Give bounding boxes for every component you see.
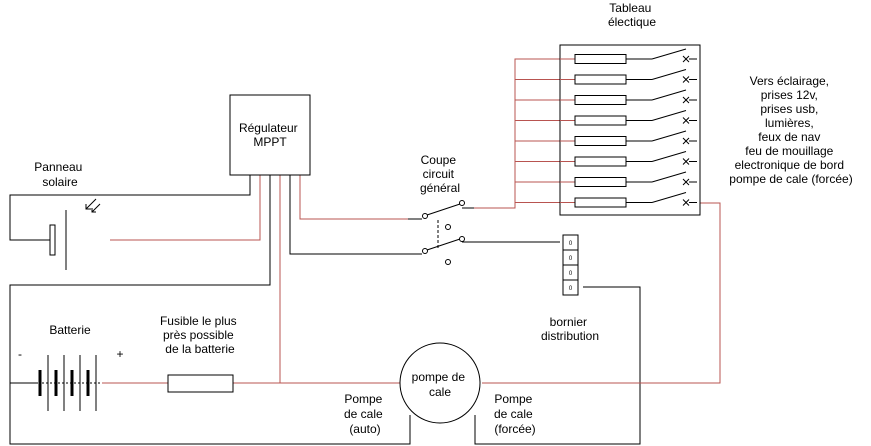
circuit-fuse — [574, 95, 627, 105]
switch-to-panel-wire — [474, 58, 560, 209]
fuse-label: Fusible le plus près possible de la batt… — [160, 314, 240, 356]
circuit-fuse — [574, 74, 627, 85]
forced-pump-wire — [482, 202, 721, 384]
load-positive-wire — [299, 175, 410, 220]
terminal-label: 0 — [569, 256, 573, 262]
pump-auto-label: Pompe de cale (auto) — [344, 392, 386, 436]
terminal-block: 0 0 0 0 — [562, 234, 579, 296]
regulator-label: Régulateur MPPT — [239, 121, 301, 149]
circuit-breaker-switch-icon — [651, 171, 697, 186]
fuse-symbol — [167, 374, 234, 393]
solar-cell-plate — [49, 224, 56, 256]
red-wiring — [102, 58, 721, 384]
panel-circuits — [560, 48, 697, 208]
panel-circuit — [560, 192, 697, 208]
breaker-label: Coupe circuit général — [420, 153, 460, 195]
terminal-label: 0 — [569, 241, 573, 247]
panel-circuit — [560, 89, 697, 105]
circuit-breaker-switch-icon — [651, 192, 697, 206]
panel-circuit — [560, 110, 697, 126]
circuit-fuse — [574, 115, 627, 126]
terminal-label: 0 — [569, 271, 573, 277]
outputs-label: Vers éclairage, prises 12v, prises usb, … — [729, 74, 852, 186]
circuit-fuse — [574, 136, 627, 146]
battery-plus-label: + — [116, 347, 123, 361]
panel-title: Tableau électique — [608, 1, 656, 29]
terminal-block-label: bornier distribution — [541, 315, 599, 343]
panel-circuit — [560, 48, 697, 64]
battery-symbol — [38, 355, 100, 411]
switch-contact-icon — [408, 200, 474, 265]
circuit-fuse — [574, 54, 627, 64]
pump-label: pompe de cale — [412, 370, 469, 399]
circuit-breaker-switch-icon — [651, 151, 697, 165]
circuit-fuse — [574, 197, 627, 208]
circuit-fuse — [574, 177, 627, 187]
terminal-cell — [562, 279, 579, 296]
main-breaker — [408, 200, 474, 265]
pump-forced-label: Pompe de cale (forcée) — [494, 392, 536, 436]
solar-panel — [49, 198, 101, 270]
panel-circuit — [560, 151, 697, 167]
circuit-breaker-switch-icon — [651, 69, 697, 83]
regulator-box — [229, 94, 311, 176]
circuit-breaker-switch-icon — [651, 110, 697, 124]
panel-circuit — [560, 69, 697, 85]
panel-circuit — [560, 130, 697, 146]
light-arrows-icon — [85, 198, 101, 213]
circuit-breaker-switch-icon — [651, 48, 697, 63]
load-negative-wire — [289, 175, 410, 255]
solar-positive-wire — [110, 175, 261, 241]
circuit-breaker-switch-icon — [651, 89, 697, 104]
terminal-label: 0 — [569, 286, 573, 292]
bilge-pump-circle — [399, 342, 481, 424]
circuit-fuse — [574, 156, 627, 167]
solar-negative-wire — [9, 175, 251, 241]
panel-circuit — [560, 171, 697, 187]
battery-minus-label: - — [18, 347, 22, 361]
bornier-to-forced-pump-wire — [474, 286, 641, 445]
electrical-panel-box — [559, 44, 701, 216]
battery-label: Batterie — [49, 323, 91, 337]
circuit-breaker-switch-icon — [651, 130, 697, 145]
black-wiring — [9, 175, 641, 445]
battery-to-auto-pump-wire — [9, 383, 411, 445]
solar-label: Panneau solaire — [34, 160, 85, 189]
